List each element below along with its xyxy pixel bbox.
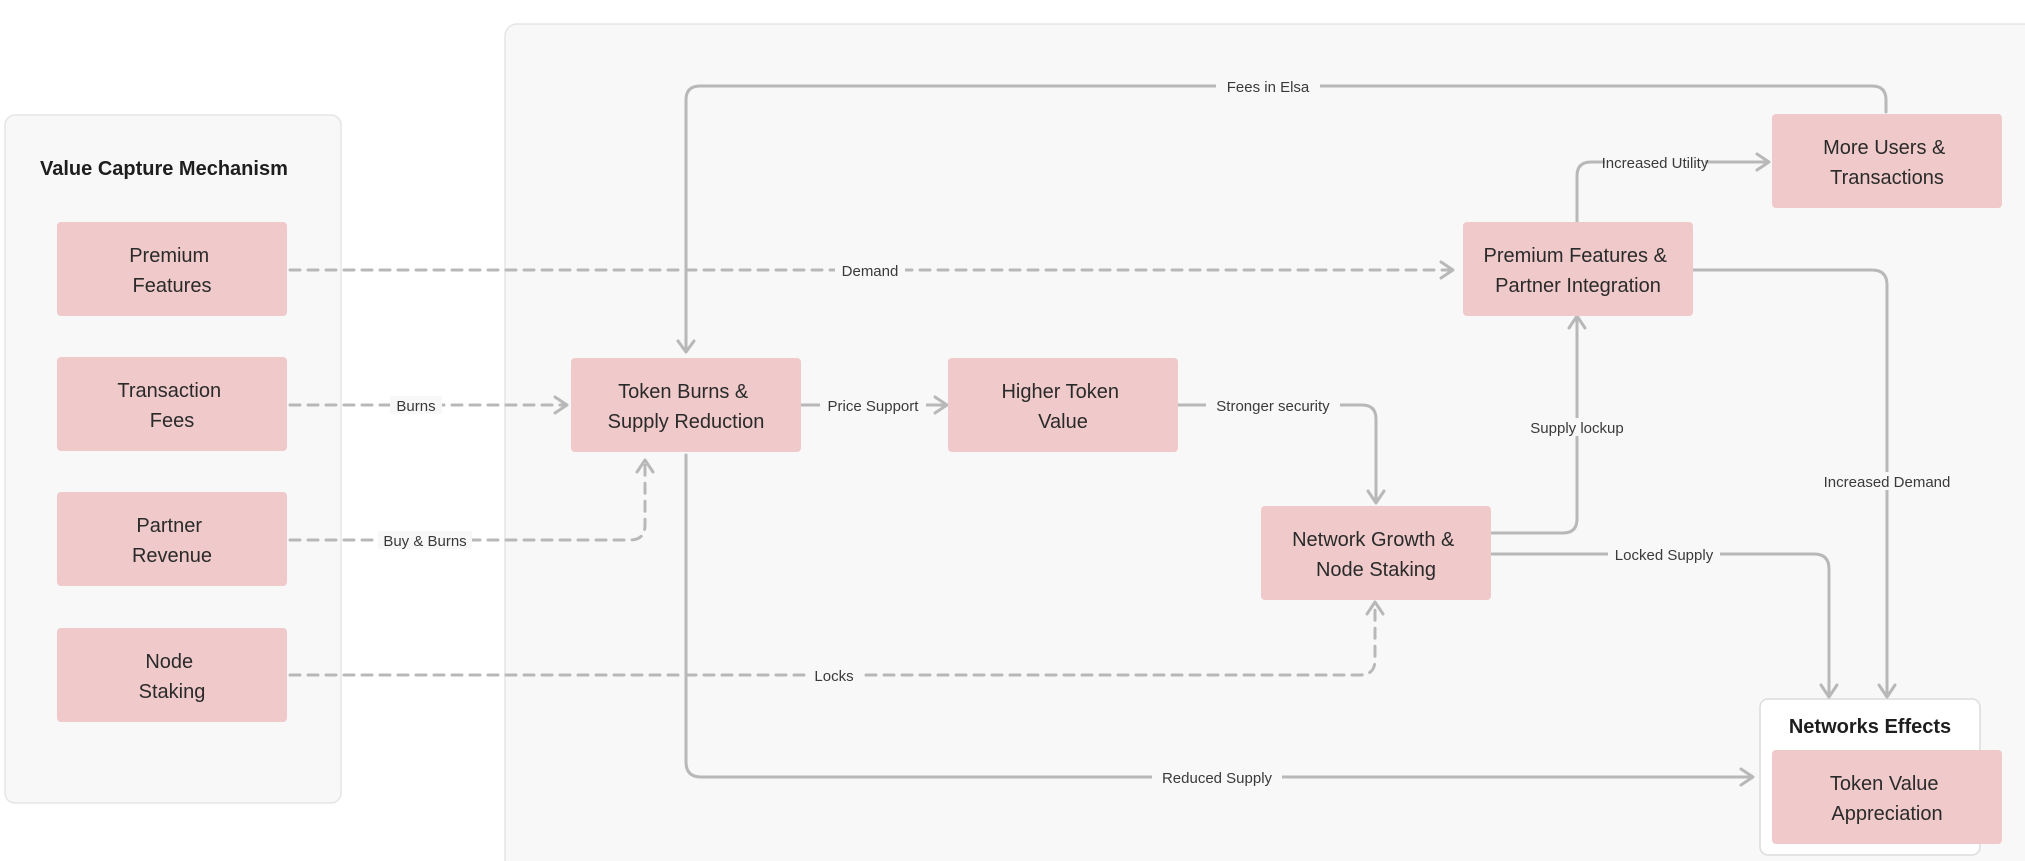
edge-reduced-supply [684,453,1754,779]
edge-supply-lockup [1489,316,1579,535]
edge-label-burns: Burns [396,398,435,415]
node-token-value-appreciation: Token Value Appreciation [1772,750,2002,844]
node-premium-features-line-1: Premium [129,245,209,267]
edge-label-locked-supply: Locked Supply [1615,547,1714,564]
edge-label-reduced-supply: Reduced Supply [1162,770,1273,787]
node-premium-features: Premium Features [57,222,287,316]
arrowhead-buy-burns [635,458,655,474]
node-more-users-line-1: More Users & [1823,137,1946,159]
node-higher-token-value-line-2: Value [1038,411,1088,433]
svg-text:Token Value Appreciati: Token Value Appreciation [1830,773,1944,825]
node-partner-revenue: Partner Revenue [57,492,287,586]
node-network-growth: Network Growth & Node Staking [1261,506,1491,600]
arrowhead-increased-utility [1755,152,1771,172]
network-effects-title: Networks Effects [1789,716,1951,738]
value-capture-title: Value Capture Mechanism [40,158,288,180]
node-network-growth-line-1: Network Growth & [1292,529,1455,551]
edge-label-increased-utility: Increased Utility [1602,155,1709,172]
arrowhead-reduced-supply [1739,767,1755,787]
svg-text:Partner Revenue: Partner Revenue [132,515,212,567]
svg-text:Network Growth & Node: Network Growth & Node Staking [1292,529,1460,581]
svg-text:Higher Token Value: Higher Token Value [1001,381,1124,433]
node-more-users-line-2: Transactions [1830,167,1944,189]
node-premium-partner-line-2: Partner Integration [1495,275,1661,297]
edge-buy-burns [288,460,647,542]
svg-text:Node Staking: Node Staking [139,651,206,703]
svg-text:Premium Features: Premium Features [129,245,215,297]
arrowhead-locked-supply [1819,683,1839,699]
node-token-value-appreciation-line-1: Token Value [1830,773,1939,795]
nodes-layer: Premium Features Transaction Fees Partne… [57,114,2002,844]
edge-increased-utility [1575,160,1770,224]
edge-stronger-security [1176,403,1378,503]
arrowhead-increased-demand [1877,683,1897,699]
edges-layer: Fees in Elsa Increased Utility Demand Bu… [288,77,1957,787]
edge-label-locks: Locks [814,668,853,685]
svg-text:Premium Features & Par: Premium Features & Partner Integration [1484,245,1673,297]
node-transaction-fees-line-1: Transaction [117,380,221,402]
node-token-value-appreciation-line-2: Appreciation [1831,803,1942,825]
node-higher-token-value-line-1: Higher Token [1001,381,1118,403]
edge-label-increased-demand: Increased Demand [1824,474,1951,491]
arrowhead-price-support [933,395,949,415]
edge-increased-demand [1691,268,1889,697]
svg-text:Token Burns & Supply R: Token Burns & Supply Reduction [608,381,765,433]
node-node-staking: Node Staking [57,628,287,722]
arrowhead-burns [553,395,569,415]
node-higher-token-value: Higher Token Value [948,358,1178,452]
edge-label-fees-in-elsa: Fees in Elsa [1227,79,1310,96]
svg-text:More Users & Transacti: More Users & Transactions [1823,137,1951,189]
svg-text:Transaction Fees: Transaction Fees [117,380,226,432]
node-premium-partner-line-1: Premium Features & [1484,245,1668,267]
edge-label-demand: Demand [842,263,899,280]
node-premium-partner: Premium Features & Partner Integration [1463,222,1693,316]
node-network-growth-line-2: Node Staking [1316,559,1436,581]
node-transaction-fees: Transaction Fees [57,357,287,451]
node-token-burns-line-1: Token Burns & [618,381,749,403]
arrowhead-demand [1439,260,1455,280]
node-node-staking-line-2: Staking [139,681,206,703]
edge-locks [288,602,1377,677]
edge-label-price-support: Price Support [828,398,920,415]
node-premium-features-line-2: Features [133,275,212,297]
node-more-users: More Users & Transactions [1772,114,2002,208]
arrowhead-locks [1365,600,1385,616]
node-token-burns: Token Burns & Supply Reduction [571,358,801,452]
arrowhead-stronger-security [1366,489,1386,505]
node-transaction-fees-line-2: Fees [150,410,194,432]
edge-locked-supply [1489,552,1831,697]
edge-label-supply-lockup: Supply lockup [1530,420,1623,437]
node-node-staking-line-1: Node [145,651,193,673]
arrowhead-fees-in-elsa [676,339,696,354]
edge-label-stronger-security: Stronger security [1216,398,1330,415]
edge-label-buy-burns: Buy & Burns [383,533,466,550]
node-partner-revenue-line-2: Revenue [132,545,212,567]
node-token-burns-line-2: Supply Reduction [608,411,765,433]
node-partner-revenue-line-1: Partner [136,515,202,537]
